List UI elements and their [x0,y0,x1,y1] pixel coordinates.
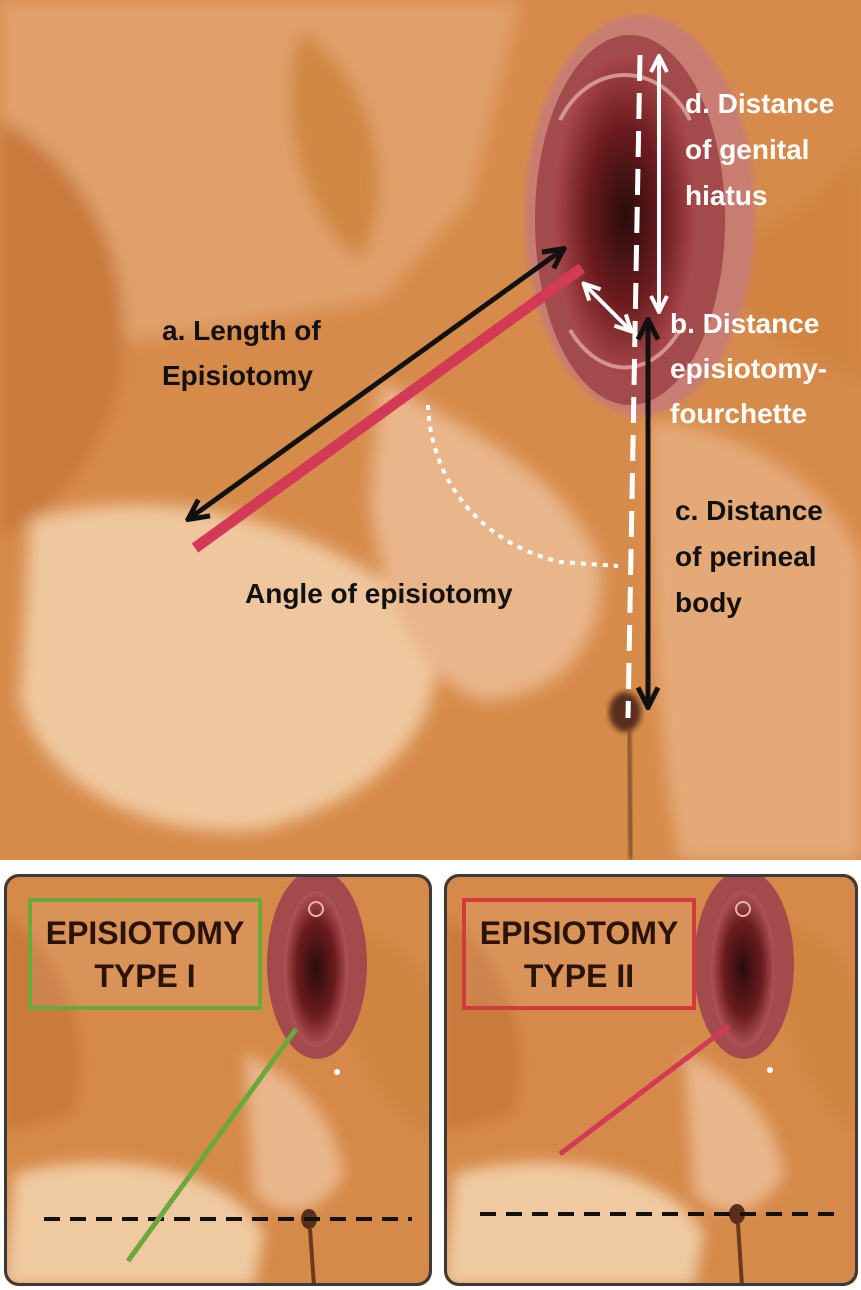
svg-text:hiatus: hiatus [685,180,767,211]
type2-title-line1: EPISIOTOMY [480,915,679,951]
label-d-line3: hiatus [685,180,767,211]
label-c-line2: of perineal [675,541,817,572]
svg-text:Episiotomy: Episiotomy [162,360,313,391]
svg-text:episiotomy-: episiotomy- [670,353,827,384]
svg-text:of genital: of genital [685,134,809,165]
svg-text:EPISIOTOMY: EPISIOTOMY [46,915,245,951]
type1-title-line1: EPISIOTOMY [46,915,245,951]
label-b-line2: episiotomy- [670,353,827,384]
svg-text:EPISIOTOMY: EPISIOTOMY [480,915,679,951]
svg-text:Angle of episiotomy: Angle of episiotomy [245,578,513,609]
svg-text:TYPE I: TYPE I [94,958,195,994]
type2-title-line2: TYPE II [524,958,634,994]
svg-text:a. Length of: a. Length of [162,315,321,346]
type1-title-line2: TYPE I [94,958,195,994]
svg-text:fourchette: fourchette [670,398,807,429]
label-b-line3: fourchette [670,398,807,429]
label-c-line1: c. Distance [675,495,823,526]
main-diagram: d. Distance of genital hiatus a. Length … [0,0,861,860]
svg-text:c. Distance: c. Distance [675,495,823,526]
label-b-line1: b. Distance [670,308,819,339]
svg-text:d. Distance: d. Distance [685,88,834,119]
anus [609,692,641,732]
label-d-line2: of genital [685,134,809,165]
label-d-line1: d. Distance [685,88,834,119]
svg-text:b. Distance: b. Distance [670,308,819,339]
label-a-line1: a. Length of [162,315,321,346]
label-c-line3: body [675,587,742,618]
panel-type-2: EPISIOTOMY TYPE II [444,874,858,1286]
panel-type-1: EPISIOTOMY TYPE I [4,874,432,1286]
svg-text:of perineal: of perineal [675,541,817,572]
svg-text:body: body [675,587,742,618]
label-angle: Angle of episiotomy [245,578,513,609]
svg-text:TYPE II: TYPE II [524,958,634,994]
label-a-line2: Episiotomy [162,360,313,391]
